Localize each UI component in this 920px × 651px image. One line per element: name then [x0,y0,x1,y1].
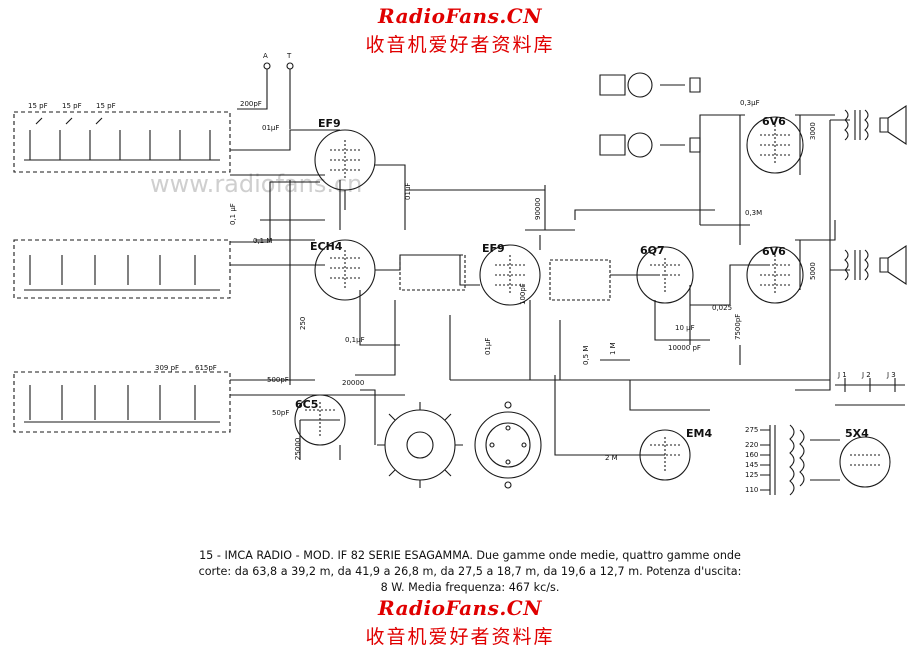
caption-line-2: corte: da 63,8 a 39,2 m, da 41,9 a 26,8 … [198,565,742,578]
coil-box-top [13,111,231,173]
label-c15c: 15 pF [96,102,116,110]
label-r2m: 2 M [605,454,618,462]
tube-label-5x4: 5X4 [845,427,869,440]
tube-label-ech4: ECH4 [310,240,343,253]
watermark-subtitle: 收音机爱好者资料库 [365,34,555,56]
faint-watermark: www.radiofans.cn [150,170,362,198]
tube-label-6v6-1: 6V6 [762,115,786,128]
label-c200: 200pF [240,100,262,108]
coil-box-bottom [13,371,231,433]
socket-octal [377,402,463,488]
label-v275: 275 [745,426,758,434]
label-c01b: 0,1 µF [229,203,237,225]
label-r03m: 0,3M [745,209,762,217]
tube-label-ef9-2: EF9 [482,242,505,255]
label-r20000: 20000 [342,379,364,387]
label-r25000: 25000 [294,438,302,460]
tube-label-6c5: 6C5 [295,398,318,411]
antenna-terminals [237,62,294,129]
label-r250: 250 [299,317,307,330]
label-v160: 160 [745,451,758,459]
label-c10000: 10000 pF [668,344,701,352]
schematic-caption: 15 - IMCA RADIO - MOD. IF 82 SERIE ESAGA… [160,548,780,596]
label-v145: 145 [745,461,758,469]
label-v125: 125 [745,471,758,479]
speaker-bottom [879,244,907,286]
label-c01d: 0,1µF [345,336,365,344]
label-c03: 0,3µF [740,99,760,107]
label-c15b: 15 pF [62,102,82,110]
label-v220: 220 [745,441,758,449]
speaker-jack-top [599,72,701,98]
tube-label-ef9-1: EF9 [318,117,341,130]
label-c50: 50pF [272,409,289,417]
label-c100a: 100pF [519,283,527,305]
label-c7500: 7500pF [734,314,742,340]
watermark-site-title-bottom: RadioFans.CN [378,596,542,620]
tube-6v6-2 [746,246,804,304]
jumpers [835,378,905,406]
socket-rimlock [474,401,542,489]
label-j3: J 3 [886,371,896,379]
tube-label-em4: EM4 [686,427,712,440]
label-r1m: 1 M [609,342,617,355]
coil-box-middle [13,239,231,299]
tube-6v6-1 [746,116,804,174]
antenna-label: A [263,52,268,60]
label-c500: 500pF [267,376,289,384]
speaker-jack-bottom [599,132,701,158]
label-r90000: 90000 [534,198,542,220]
label-c615: 615pF [195,364,217,372]
label-j1: J 1 [837,371,847,379]
label-c01a: 01µF [262,124,279,132]
wiring [230,114,850,460]
output-transformer-bottom [844,249,869,281]
tube-label-6v6-2: 6V6 [762,245,786,258]
label-r05m: 0,5 M [582,346,590,365]
earth-label: T [286,52,292,60]
label-c5000: 5000 [809,262,817,280]
tube-ech4 [314,239,376,301]
power-transformer [760,424,840,496]
tube-6c5 [294,394,346,446]
watermark-site-title: RadioFans.CN [378,4,542,28]
watermark-subtitle-bottom: 收音机爱好者资料库 [365,626,555,648]
label-v110: 110 [745,486,758,494]
caption-line-1: 15 - IMCA RADIO - MOD. IF 82 SERIE ESAGA… [199,549,741,562]
speaker-top [879,104,907,146]
tube-6q7 [636,246,694,304]
output-transformer-top [844,109,869,141]
tube-ef9-2 [479,244,541,306]
label-r01m: 0,1 M [253,237,272,245]
label-c3000: 3000 [809,122,817,140]
tube-ef9-1 [314,129,376,191]
tube-em4 [639,429,691,481]
label-c0025: 0,025 [712,304,732,312]
label-c01e: 01µF [484,338,492,355]
caption-line-3: 8 W. Media frequenza: 467 kc/s. [380,581,560,594]
label-c10: 10 µF [675,324,695,332]
label-j2: J 2 [861,371,871,379]
label-c15a: 15 pF [28,102,48,110]
tube-label-6q7: 6Q7 [640,244,665,257]
label-c01c: 01µF [404,183,412,200]
label-c309: 309 pF [155,364,179,372]
tube-5x4 [839,436,891,488]
